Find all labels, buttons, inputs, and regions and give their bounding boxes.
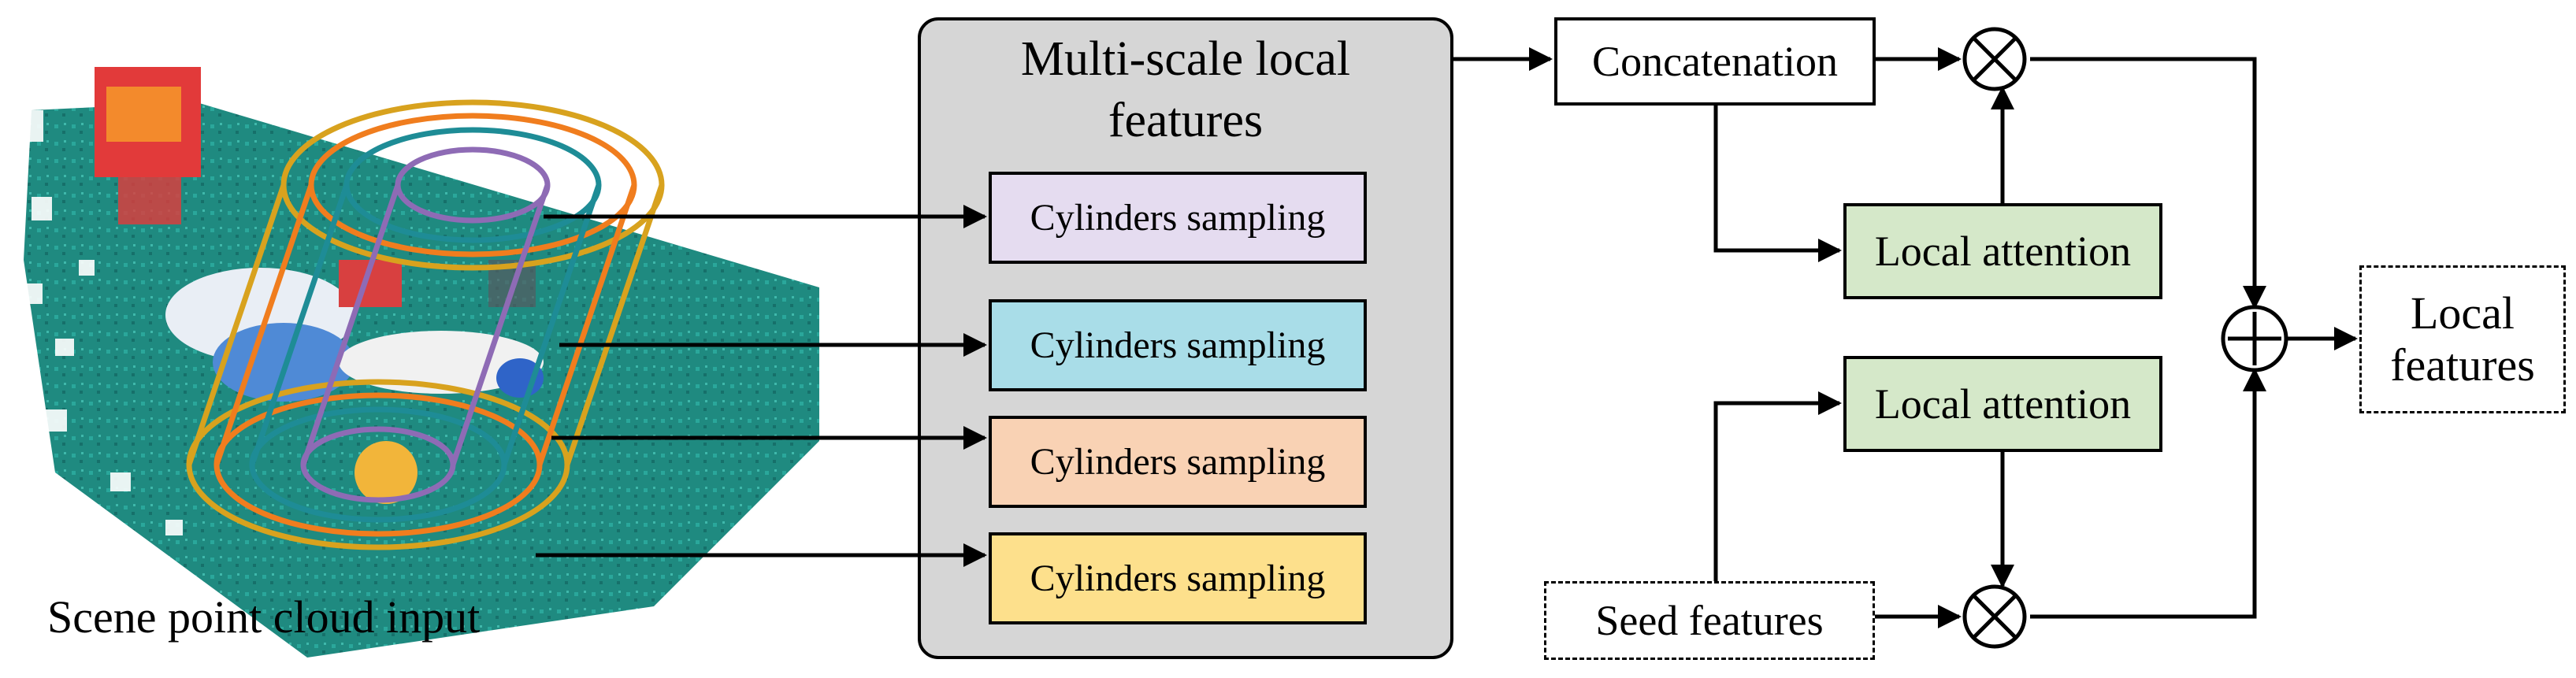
local-attention-box-top: Local attention — [1843, 203, 2162, 299]
local-features-line-1: Local — [2410, 287, 2515, 339]
cylinder-rings — [186, 99, 665, 550]
cylinder-sampling-box-4: Cylinders sampling — [989, 532, 1367, 624]
scene-point-cloud-illustration — [16, 67, 819, 658]
cylinder-sampling-box-1: Cylinders sampling — [989, 172, 1367, 264]
arrow-concat-to-attention-top — [1713, 106, 1842, 262]
arrow-seed-to-attention-bottom — [1713, 391, 1842, 581]
seed-features-box: Seed features — [1544, 581, 1875, 660]
concatenation-box: Concatenation — [1554, 17, 1876, 106]
multiply-operator-bottom — [1962, 584, 2027, 649]
local-attention-box-bottom: Local attention — [1843, 356, 2162, 452]
local-features-output-box: Local features — [2359, 265, 2566, 413]
local-features-line-2: features — [2390, 339, 2535, 391]
cylinder-sampling-box-2: Cylinders sampling — [989, 299, 1367, 391]
cylinder-sampling-box-3: Cylinders sampling — [989, 416, 1367, 508]
panel-title-line-2: features — [1108, 94, 1264, 147]
panel-title: Multi-scale local features — [918, 28, 1453, 151]
scene-object-box — [95, 67, 201, 224]
scene-input-label: Scene point cloud input — [47, 591, 481, 643]
add-operator — [2221, 305, 2288, 372]
panel-title-line-1: Multi-scale local — [1020, 32, 1351, 86]
multiply-operator-top — [1962, 27, 2027, 91]
scene-scatter — [16, 110, 183, 535]
